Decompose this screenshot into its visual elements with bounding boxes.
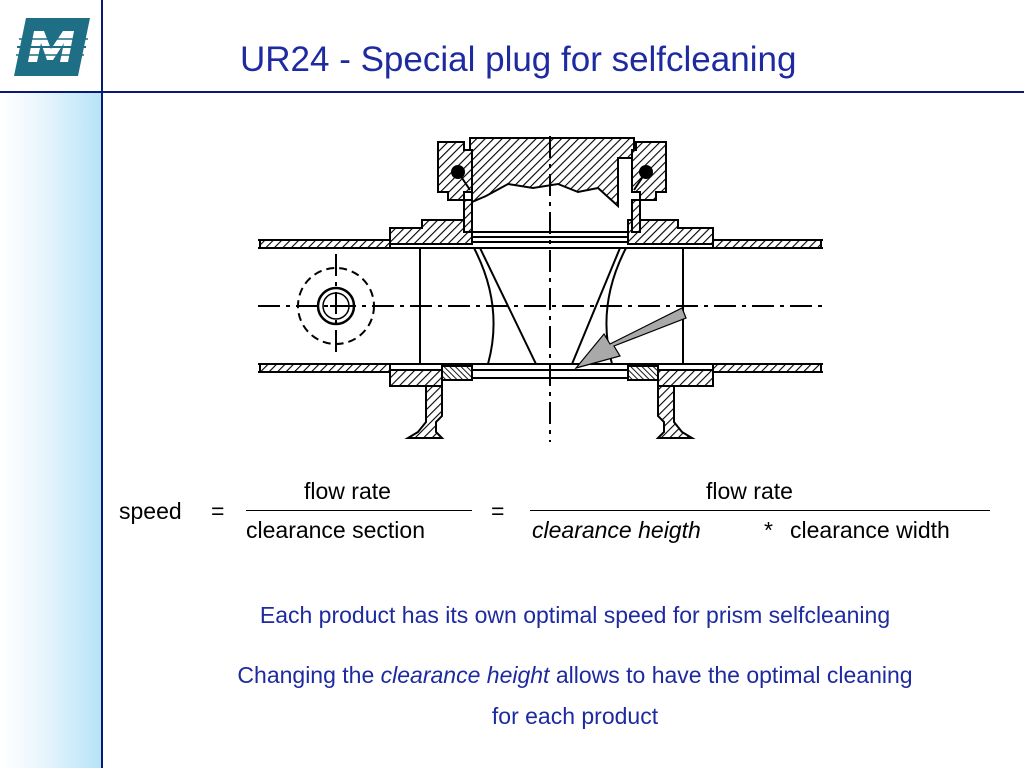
page-title: UR24 - Special plug for selfcleaning — [240, 40, 797, 79]
caption-line-2-prefix: Changing the — [237, 662, 381, 688]
formula-equals-1: = — [211, 498, 225, 524]
pointer-arrow-icon — [574, 307, 687, 370]
frac1-bar — [246, 510, 472, 511]
caption-line-3: for each product — [491, 703, 659, 729]
caption-line-2-suffix: allows to have the optimal cleaning — [549, 662, 913, 688]
frame-horizontal-line — [0, 91, 1024, 93]
caption-line-1: Each product has its own optimal speed f… — [259, 602, 891, 628]
valve-cross-section-diagram — [258, 136, 823, 442]
caption-line-2-emphasis: clearance height — [380, 662, 550, 688]
frac2-bar — [530, 510, 990, 511]
formula-lhs: speed — [119, 498, 182, 524]
frame-vertical-line — [101, 0, 103, 768]
frac2-denominator-width: clearance width — [790, 517, 950, 543]
sidebar-gradient — [0, 93, 101, 768]
frac2-denominator-height: clearance heigth — [532, 517, 701, 543]
company-logo-icon — [14, 18, 90, 76]
formula-equals-2: = — [491, 498, 505, 524]
frac1-denominator: clearance section — [246, 517, 425, 543]
frac2-numerator: flow rate — [706, 478, 793, 504]
caption-line-2: Changing the clearance height allows to … — [120, 662, 1024, 689]
frac1-numerator: flow rate — [304, 478, 391, 504]
frac2-times: * — [764, 517, 773, 543]
